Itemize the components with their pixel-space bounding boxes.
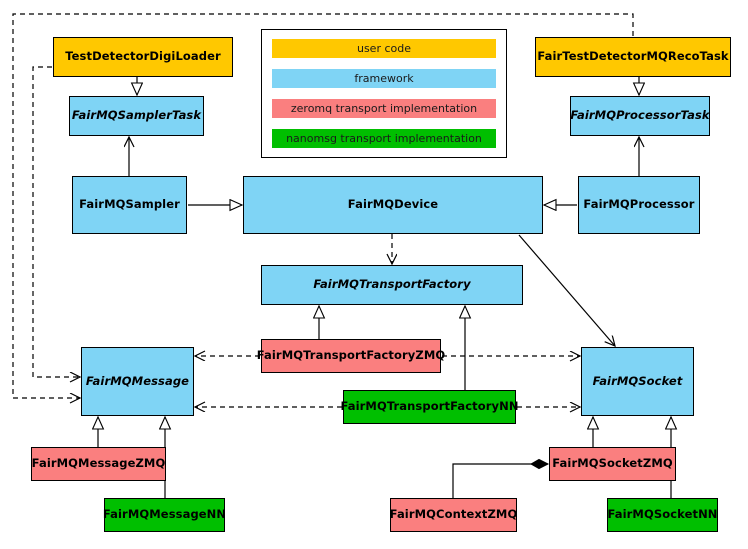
class-box-fairmqsocketnn[interactable]: FairMQSocketNN: [607, 498, 718, 532]
edge-contextzmq-socketzmq: [452, 458, 550, 498]
class-box-fairmqtransportfactorynn[interactable]: FairMQTransportFactoryNN: [340, 390, 519, 424]
class-label: TestDetectorDigiLoader: [65, 49, 221, 64]
class-label: FairMQSampler: [79, 197, 180, 212]
class-box-fairmqsocket[interactable]: FairMQSocket: [581, 347, 694, 416]
class-box-fairmqcontextzmq[interactable]: FairMQContextZMQ: [390, 498, 517, 532]
class-box-fairtestdetectormqrecotask[interactable]: FairTestDetectorMQRecoTask: [535, 37, 731, 77]
class-box-fairmqprocessor[interactable]: FairMQProcessor: [578, 176, 700, 234]
class-label: FairTestDetectorMQRecoTask: [537, 49, 729, 64]
class-label: FairMQSocketNN: [607, 507, 718, 522]
class-box-fairmqtransportfactoryzmq[interactable]: FairMQTransportFactoryZMQ: [257, 339, 445, 373]
legend-item-label: user code: [356, 42, 412, 55]
class-label: FairMQTransportFactoryNN: [340, 399, 519, 414]
legend-item-user-code: user code: [272, 39, 496, 58]
class-label: FairMQProcessorTask: [570, 108, 710, 123]
class-box-fairmqsampler[interactable]: FairMQSampler: [72, 176, 187, 234]
legend-item-nanomsg: nanomsg transport implementation: [272, 129, 496, 148]
legend-item-label: framework: [354, 72, 414, 85]
class-label: FairMQDevice: [347, 197, 439, 212]
class-label: FairMQMessageZMQ: [31, 456, 166, 471]
class-label: FairMQSamplerTask: [71, 108, 202, 123]
class-label: FairMQTransportFactoryZMQ: [256, 348, 446, 363]
class-label: FairMQTransportFactory: [313, 277, 471, 292]
class-box-fairmqmessagezmq[interactable]: FairMQMessageZMQ: [31, 447, 166, 481]
class-box-fairmqdevice[interactable]: FairMQDevice: [243, 176, 543, 234]
class-box-fairmqprocessortask[interactable]: FairMQProcessorTask: [570, 96, 710, 136]
class-box-fairmqmessagenn[interactable]: FairMQMessageNN: [102, 498, 227, 532]
class-box-fairmqmessage[interactable]: FairMQMessage: [81, 347, 194, 416]
legend-item-framework: framework: [272, 69, 496, 88]
class-label: FairMQMessage: [85, 373, 190, 388]
legend-panel: user code framework zeromq transport imp…: [261, 29, 507, 158]
legend-item-label: nanomsg transport implementation: [286, 132, 482, 145]
class-box-testdetectordigiloader[interactable]: TestDetectorDigiLoader: [53, 37, 233, 77]
class-box-fairmqsamplertask[interactable]: FairMQSamplerTask: [69, 96, 204, 136]
class-box-fairmqtransportfactory[interactable]: FairMQTransportFactory: [261, 265, 523, 305]
class-label: FairMQProcessor: [583, 197, 695, 212]
legend-item-label: zeromq transport implementation: [290, 102, 478, 115]
class-label: FairMQSocketZMQ: [552, 456, 673, 471]
class-label: FairMQSocket: [592, 373, 683, 388]
class-label: FairMQMessageNN: [102, 507, 227, 522]
edge-device-socket: [518, 234, 615, 346]
class-box-fairmqsocketzmq[interactable]: FairMQSocketZMQ: [549, 447, 676, 481]
legend-item-zeromq: zeromq transport implementation: [272, 99, 496, 118]
class-label: FairMQContextZMQ: [389, 507, 518, 522]
